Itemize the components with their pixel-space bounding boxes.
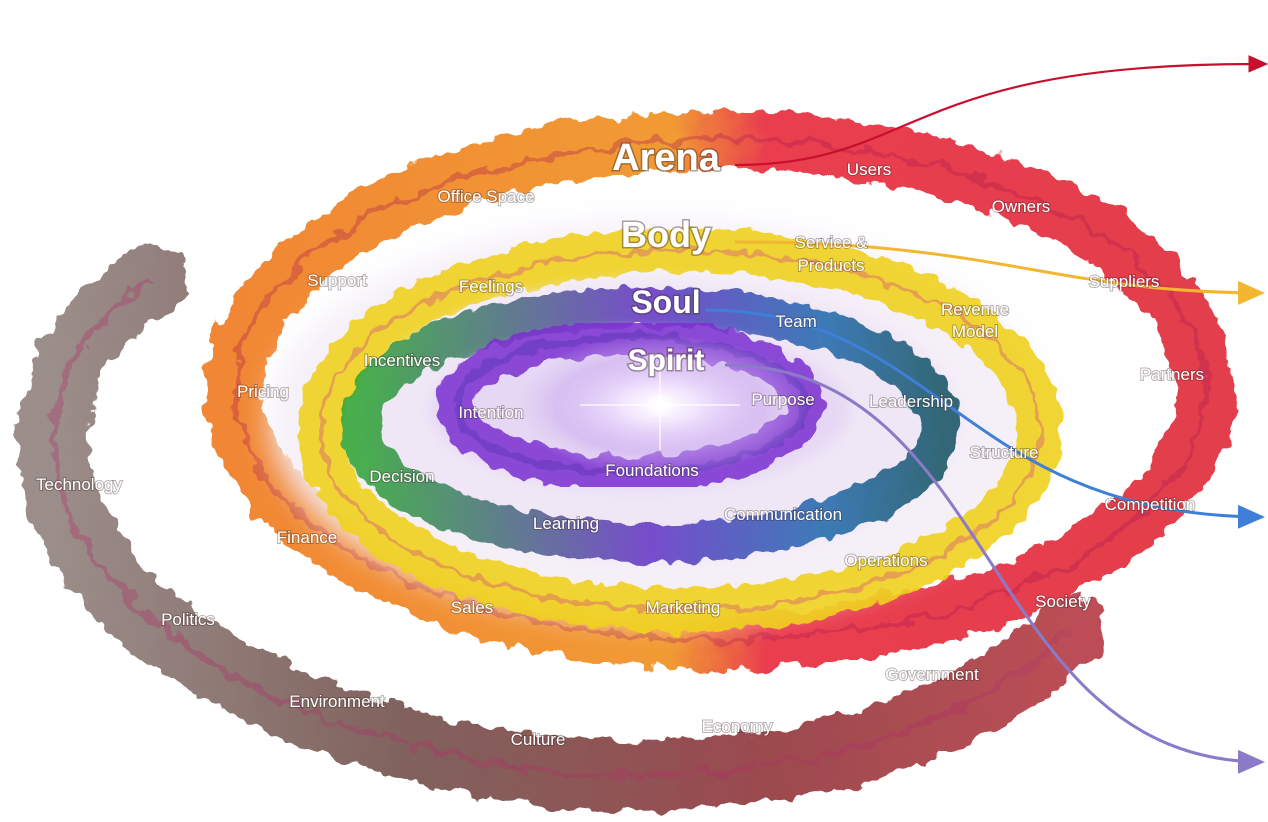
label-competition: Competition	[1105, 495, 1196, 514]
label-intention: Intention	[458, 403, 523, 422]
label-communication: Communication	[724, 505, 842, 524]
outer-ring	[18, 245, 1105, 811]
label-partners: Partners	[1140, 365, 1204, 384]
label-society: Society	[1035, 592, 1091, 611]
soul-ring	[340, 287, 960, 563]
body-ring	[298, 228, 1062, 632]
label-operations: Operations	[844, 551, 927, 570]
label-incentives: Incentives	[364, 351, 441, 370]
label-foundations: Foundations	[605, 461, 699, 480]
element-labels: Office Space Users Owners Support Servic…	[35, 159, 1205, 750]
label-finance: Finance	[277, 528, 337, 547]
layer-arrows	[704, 55, 1268, 774]
label-culture: Culture	[511, 730, 566, 749]
label-sales: Sales	[451, 598, 494, 617]
label-decision: Decision	[369, 467, 434, 486]
label-environment: Environment	[289, 692, 385, 711]
label-leadership: Leadership	[869, 392, 953, 411]
label-purpose: Purpose	[751, 390, 814, 409]
label-technology: Technology	[36, 475, 123, 494]
body-arrow	[734, 240, 1265, 305]
label-economy: Economy	[702, 717, 773, 736]
arena-title: Arena	[612, 137, 721, 179]
layer-titles: Arena Body Soul Spirit	[611, 136, 723, 379]
label-revenue-model-1: Revenue	[941, 300, 1009, 319]
arena-arrow	[734, 55, 1268, 167]
core-glow	[510, 335, 810, 475]
label-service-products-1: Service &	[795, 233, 868, 252]
label-learning: Learning	[533, 514, 599, 533]
label-feelings: Feelings	[459, 277, 523, 296]
label-revenue-model-2: Model	[952, 322, 998, 341]
label-office-space: Office Space	[437, 187, 534, 206]
arena-ring	[206, 111, 1234, 669]
label-owners: Owners	[992, 197, 1051, 216]
body-title: Body	[621, 214, 711, 255]
label-support: Support	[307, 271, 367, 290]
label-marketing: Marketing	[646, 598, 721, 617]
label-politics: Politics	[161, 610, 215, 629]
label-suppliers: Suppliers	[1089, 272, 1160, 291]
label-service-products-2: Products	[797, 256, 864, 275]
label-government: Government	[885, 665, 979, 684]
spirit-arrow	[724, 363, 1265, 774]
label-users: Users	[847, 160, 891, 179]
label-team: Team	[775, 312, 817, 331]
soul-title: Soul	[631, 284, 700, 320]
label-structure: Structure	[970, 443, 1039, 462]
spirit-title: Spirit	[628, 344, 705, 377]
label-pricing: Pricing	[237, 382, 289, 401]
soul-arrow	[704, 308, 1265, 529]
